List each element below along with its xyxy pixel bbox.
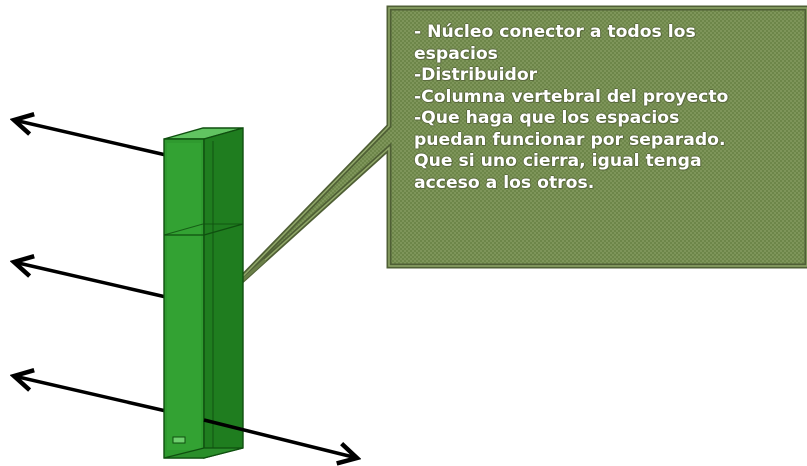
callout-line-4: -Columna vertebral del proyecto [414, 86, 729, 107]
callout-line-1: - Núcleo conector a todos los [414, 22, 696, 42]
callout-line-3: -Distribuidor [414, 65, 538, 85]
callout-line-5: -Que haga que los espacios [414, 108, 680, 128]
callout-line-8: acceso a los otros. [414, 172, 595, 193]
left-arrow-top [14, 120, 167, 157]
green-column [163, 127, 244, 459]
left-arrow-bottom [14, 376, 167, 413]
callout-line-6: puedan funcionar por separado. [414, 129, 726, 150]
right-arrow-bottom [203, 418, 357, 458]
callout-bubble [212, 5, 807, 308]
callout-line-7: Que si uno cierra, igual tenga [414, 151, 702, 171]
callout-line-2: espacios [414, 43, 498, 64]
callout-text: - Núcleo conector a todos los espacios -… [414, 22, 806, 194]
left-arrow-middle [14, 262, 167, 299]
